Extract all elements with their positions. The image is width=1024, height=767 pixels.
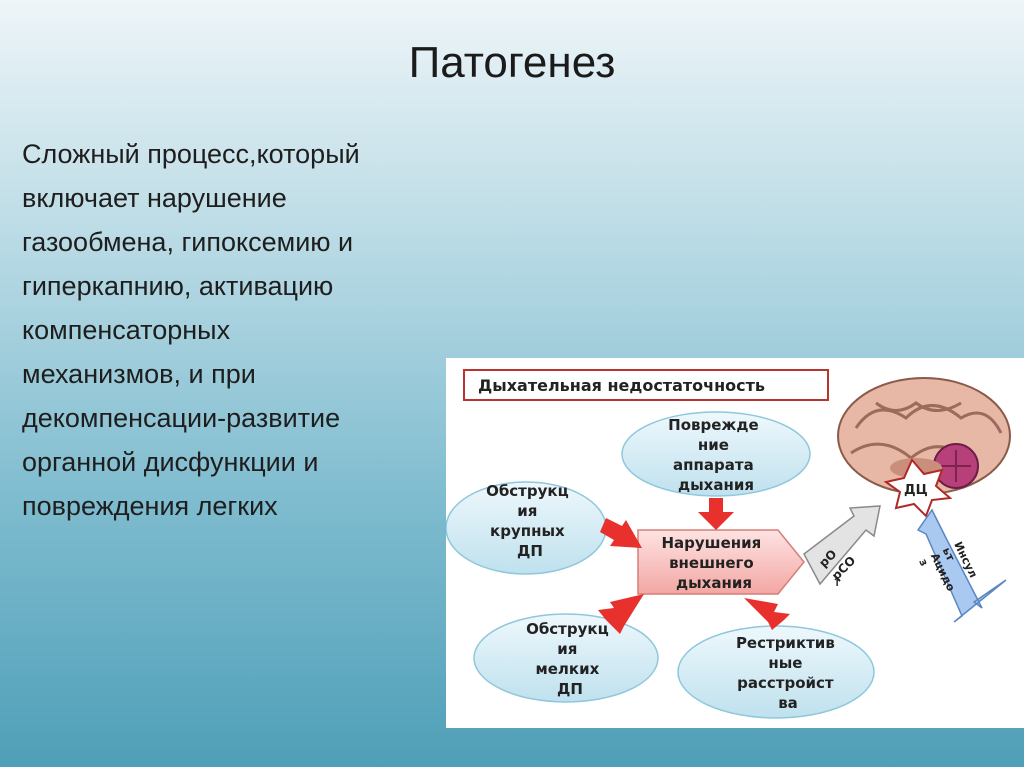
insult-arrow [916, 508, 1007, 623]
up-arrow-glyph: ↑ [832, 575, 842, 589]
body-line: повреждения легких [22, 491, 278, 521]
left-bottom-node-line: ия [557, 640, 577, 658]
left-bottom-node-line: Обструкц [526, 620, 609, 638]
diagram-svg: Дыхательная недостаточность ДЦ Поврежде … [446, 369, 1011, 719]
insult-label-line: з [916, 557, 930, 568]
top-node-line: ние [698, 436, 729, 454]
left-top-node-line: ДП [517, 542, 543, 560]
center-node [637, 529, 805, 595]
right-bottom-node-line: Рестриктив [736, 634, 835, 652]
left-bottom-node [473, 613, 659, 703]
arrow-from-right-bottom [744, 598, 790, 630]
top-node [621, 411, 811, 497]
body-line: гиперкапнию, активацию [22, 271, 334, 301]
body-line: газообмена, гипоксемию и [22, 227, 354, 257]
svg-text:Обструкц ия крупны: Обструкц ия крупных ДП [486, 482, 574, 560]
body-line: механизмов, и при [22, 359, 256, 389]
body-text: Сложный процесс,который включает нарушен… [22, 132, 462, 528]
left-bottom-node-line: ДП [557, 680, 583, 698]
left-bottom-node-line: мелких [535, 660, 599, 678]
top-node-line: аппарата [673, 456, 754, 474]
svg-text:Поврежде ние аппар: Поврежде ние аппарата дыхания [668, 416, 764, 494]
svg-text:Нарушения внешнего: Нарушения внешнего дыхания [661, 534, 766, 592]
slide-title: Патогенез [408, 38, 616, 87]
right-bottom-node-line: ва [778, 694, 798, 712]
right-bottom-node-line: ные [768, 654, 802, 672]
diagram-header-box [463, 369, 829, 401]
arrow-from-left-bottom [598, 594, 644, 634]
center-node-line: внешнего [669, 554, 754, 572]
body-line: компенсаторных [22, 315, 231, 345]
dc-star [883, 458, 953, 518]
brain-illustration [837, 377, 1011, 495]
svg-text:Обструкц ия мелких: Обструкц ия мелких ДП [526, 620, 614, 698]
body-line: органной дисфункции и [22, 447, 319, 477]
diagram-header: Дыхательная недостаточность [478, 376, 765, 395]
body-line: Сложный процесс,который [22, 139, 360, 169]
pathogenesis-diagram: Дыхательная недостаточность ДЦ Поврежде … [446, 358, 1024, 728]
left-top-node-line: ия [517, 502, 537, 520]
left-top-node-line: крупных [490, 522, 565, 540]
gas-arrow [803, 505, 881, 586]
center-node-line: дыхания [676, 574, 752, 592]
top-node-line: Поврежде [668, 416, 758, 434]
body-line: декомпенсации-развитие [22, 403, 341, 433]
body-line: включает нарушение [22, 183, 287, 213]
arrow-from-left-top [600, 518, 642, 548]
left-top-node-line: Обструкц [486, 482, 569, 500]
dc-label: ДЦ [904, 483, 928, 498]
center-node-line: Нарушения [661, 534, 761, 552]
insult-label-line: ьт [940, 545, 958, 563]
arrow-from-top [698, 498, 734, 530]
top-node-line: дыхания [678, 476, 754, 494]
right-bottom-node-line: расстройст [737, 674, 834, 692]
svg-text:Рестриктив ные рас: Рестриктив ные расстройст ва [736, 634, 840, 712]
